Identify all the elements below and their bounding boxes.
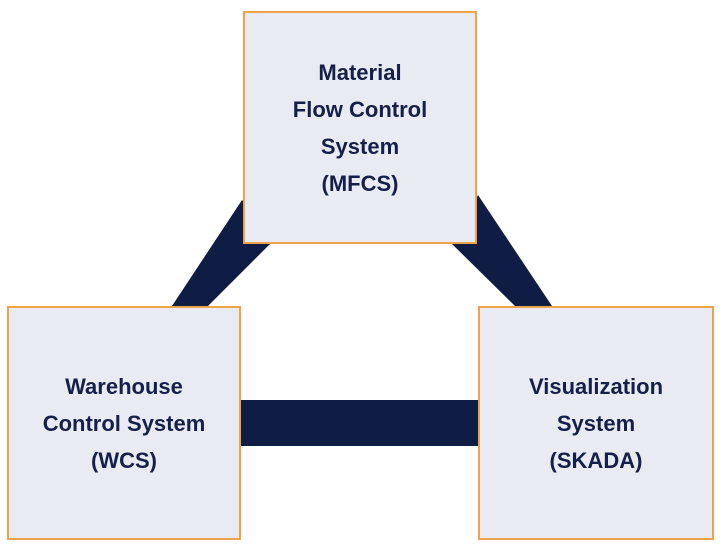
node-wcs-line-3: (WCS) [91, 447, 157, 473]
node-mfcs-line-1: Material [318, 59, 402, 85]
node-mfcs: Material Flow Control System (MFCS) [243, 11, 477, 244]
node-skada-line-2: System [556, 410, 636, 436]
node-mfcs-line-3: System [320, 133, 400, 159]
node-wcs: Warehouse Control System (WCS) [7, 306, 241, 540]
connector-mfcs-skada [452, 195, 552, 306]
node-wcs-line-1: Warehouse [65, 373, 183, 399]
node-mfcs-line-2: Flow Control [292, 96, 428, 122]
connector-wcs-skada [240, 400, 480, 446]
node-wcs-line-2: Control System [42, 410, 206, 436]
node-mfcs-line-4: (MFCS) [321, 170, 399, 196]
node-skada-line-1: Visualization [528, 373, 664, 399]
node-skada-line-3: (SKADA) [549, 447, 643, 473]
node-skada: Visualization System (SKADA) [478, 306, 714, 540]
